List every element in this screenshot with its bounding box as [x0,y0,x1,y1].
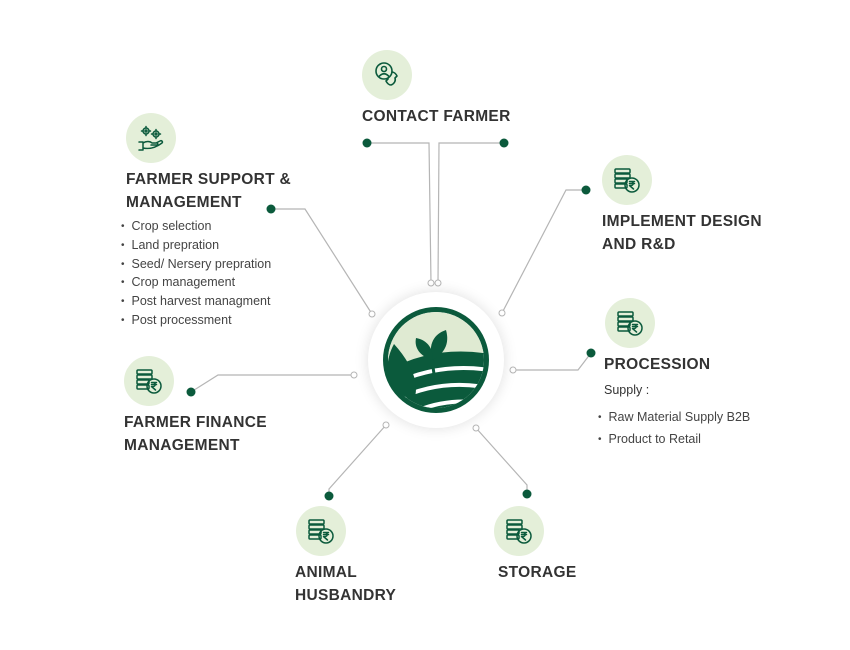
hand-gears-icon [138,125,164,151]
list-item: Product to Retail [598,429,750,451]
rupee-coins-icon [614,168,640,193]
list-item: Land prepration [121,237,271,256]
rupee-coins-icon [617,311,643,336]
farmer-support-list: Crop selection Land prepration Seed/ Ner… [121,218,272,331]
procession-title: PROCESSION [604,356,711,373]
connector-storage [475,427,528,494]
connector-start-dot [186,387,196,397]
connector-end-dot [434,279,442,287]
connector-start-dot [499,138,509,148]
list-item: Post processment [121,312,271,331]
rupee-coins-icon [506,519,532,544]
list-item: Crop selection [121,218,271,237]
farmer-support-icon-badge [126,113,176,163]
connector-procession [513,352,592,371]
connector-end-dot [350,371,358,379]
phone-contact-icon [375,62,398,86]
animal-husbandry-icon-badge [296,506,346,556]
connector-end-dot [472,424,480,432]
connector-start-dot [586,348,596,358]
procession-list: Raw Material Supply B2B Product to Retai… [598,407,751,451]
contact-farmer-title: CONTACT FARMER [362,108,511,125]
hub-logo [368,292,504,428]
connector-start-dot [266,204,276,214]
rupee-coins-icon [308,519,334,544]
procession-icon-badge [605,298,655,348]
list-item: Raw Material Supply B2B [598,407,751,429]
contact-farmer-icon-badge [362,50,412,100]
connector-start-dot [581,185,591,195]
connector-implement [501,189,586,314]
connector-end-dot [368,310,376,318]
connector-start-dot [362,138,372,148]
farmer-finance-title: FARMER FINANCE MANAGEMENT [124,414,267,454]
procession-subtitle: Supply : [604,383,650,397]
animal-husbandry-title: ANIMAL HUSBANDRY [295,564,397,604]
connector-contact-left [367,142,432,284]
rupee-coins-icon [136,369,162,394]
connector-contact-right [437,142,504,284]
implement-design-icon-badge [602,155,652,205]
connector-end-dot [498,309,506,317]
farmer-finance-icon-badge [124,356,174,406]
connector-end-dot [427,279,435,287]
storage-title: STORAGE [498,564,577,581]
connector-finance [190,374,354,393]
connector-start-dot [324,491,334,501]
leaf-field-logo-icon [383,307,489,413]
list-item: Crop management [121,274,271,293]
connector-end-dot [509,366,517,374]
list-item: Post harvest managment [121,293,271,312]
farmer-support-title: FARMER SUPPORT & MANAGEMENT [126,171,291,211]
connector-farmer-support [271,208,373,315]
implement-design-title: IMPLEMENT DESIGN AND R&D [602,213,762,253]
connector-animal [328,424,387,496]
list-item: Seed/ Nersery prepration [121,256,272,275]
connector-start-dot [522,489,532,499]
storage-icon-badge [494,506,544,556]
connector-end-dot [382,421,390,429]
